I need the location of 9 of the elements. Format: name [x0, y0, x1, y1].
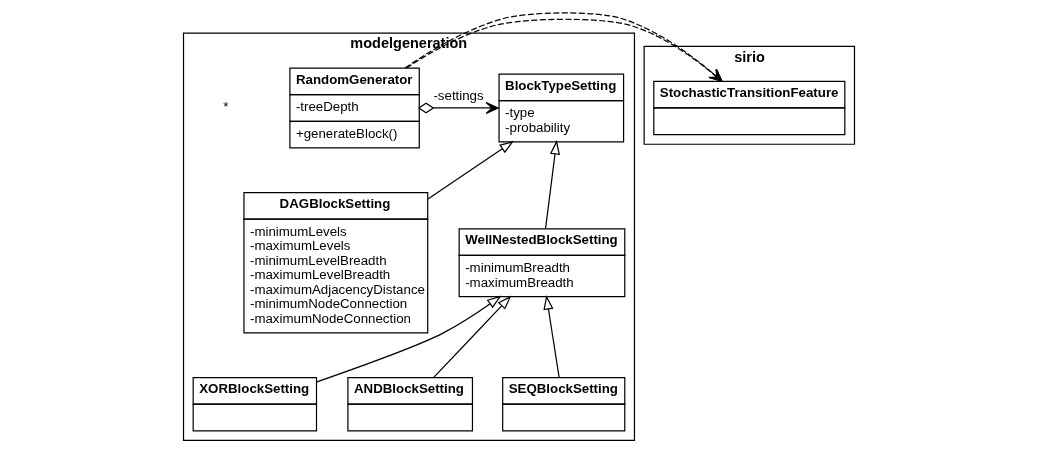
arrow [543, 295, 560, 378]
arrow [544, 140, 560, 229]
arrow [433, 295, 512, 378]
arrow [427, 140, 514, 200]
arrow [417, 101, 499, 115]
edge-label: -settings [433, 88, 484, 104]
arrow [316, 295, 502, 383]
arrow [404, 12, 723, 82]
label: * [223, 99, 229, 115]
